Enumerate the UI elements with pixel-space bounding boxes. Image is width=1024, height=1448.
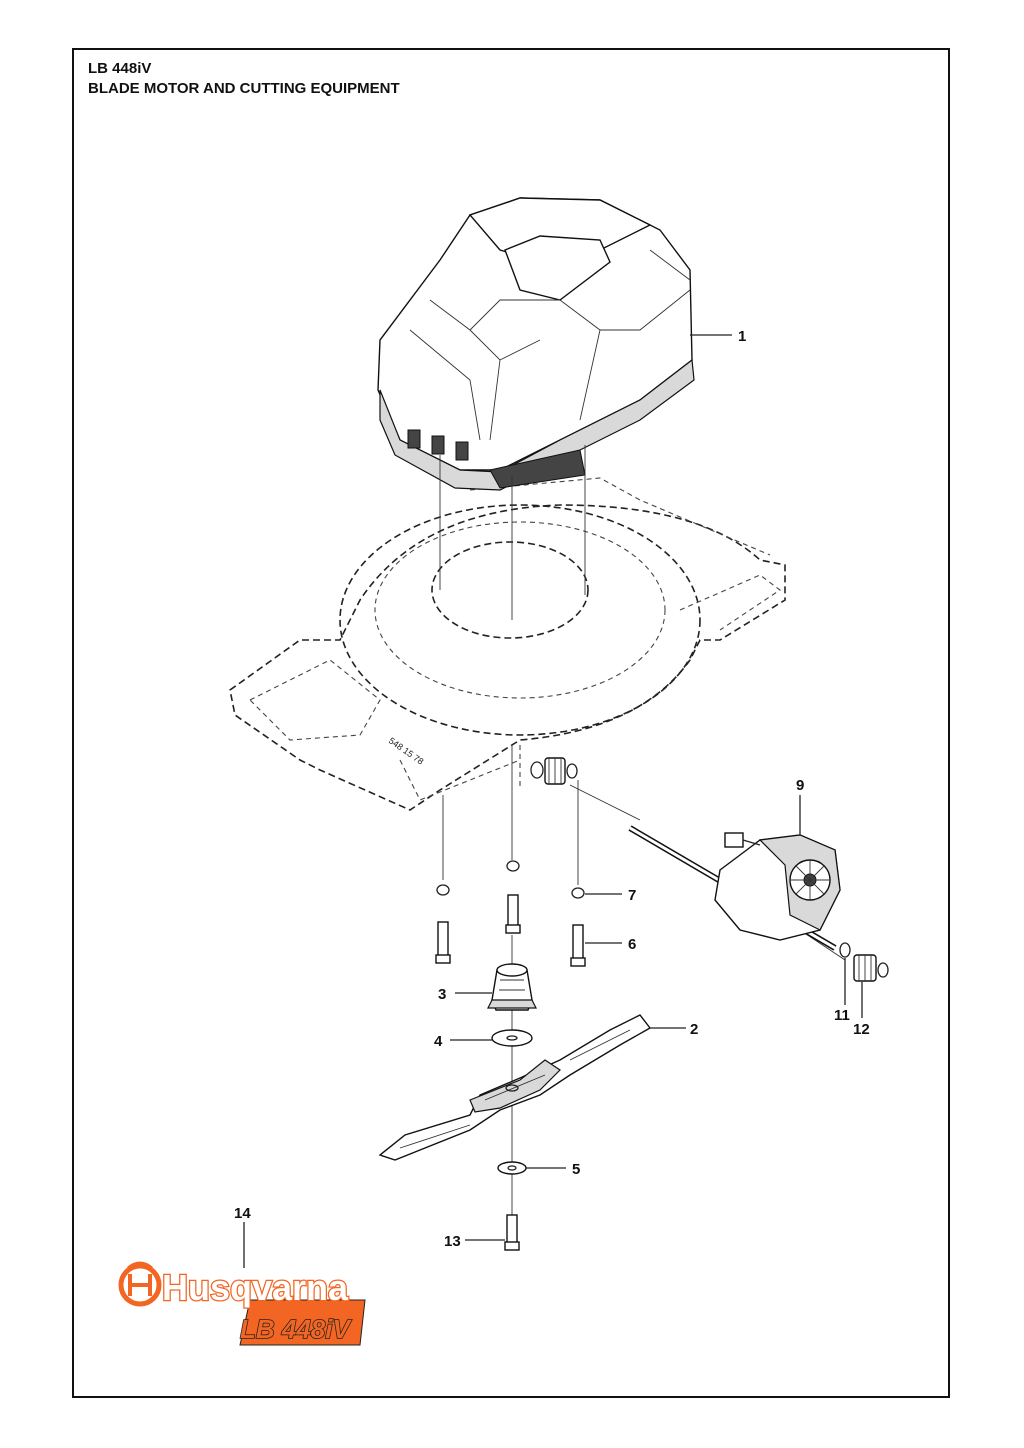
part-12-gear [853, 954, 889, 982]
part-4-washer [491, 1029, 533, 1047]
page-frame [72, 48, 950, 1398]
callout-13: 13 [444, 1233, 461, 1250]
model-title: LB 448iV [88, 60, 152, 77]
part-3-blade-hub [487, 963, 537, 1011]
part-14-decal: Husqvarna LB 448iV [118, 1261, 366, 1346]
part-11-retaining-ring [839, 942, 851, 958]
deck-stamp: 548 15 78 [387, 735, 426, 766]
callout-2: 2 [690, 1021, 698, 1038]
mower-deck-outline: 548 15 78 [229, 477, 786, 811]
callout-12: 12 [853, 1021, 870, 1038]
part-9-blade-motor [628, 825, 841, 951]
leader-lines [243, 334, 863, 1268]
callout-14: 14 [234, 1205, 251, 1222]
part-7-washers [436, 860, 585, 899]
part-13-bolt [504, 1214, 520, 1251]
husqvarna-logo: Husqvarna [118, 1261, 350, 1309]
upper-gear [530, 757, 578, 785]
callout-6: 6 [628, 936, 636, 953]
part-5-washer [497, 1161, 527, 1175]
decal-model: LB 448iV [240, 1314, 352, 1344]
callout-11: 11 [834, 1007, 850, 1024]
part-6-screws [435, 894, 586, 967]
callout-4: 4 [434, 1033, 443, 1050]
part-1-motor-cover [377, 197, 695, 491]
callout-7: 7 [628, 887, 636, 904]
callout-1: 1 [738, 328, 746, 345]
part-2-blade [378, 1014, 652, 1161]
callout-9: 9 [796, 777, 804, 794]
diagram-title: BLADE MOTOR AND CUTTING EQUIPMENT [88, 80, 400, 97]
callout-3: 3 [438, 986, 446, 1003]
decal-brand: Husqvarna [162, 1267, 349, 1308]
callout-5: 5 [572, 1161, 580, 1178]
